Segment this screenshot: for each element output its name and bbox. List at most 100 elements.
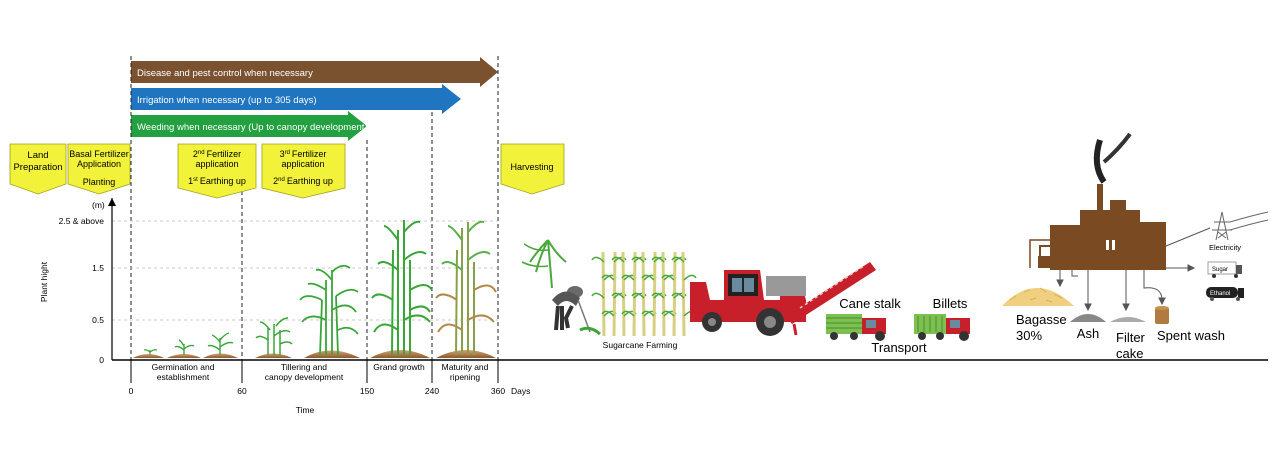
cane-leaf: [611, 292, 625, 299]
flag-harvesting: Harvesting: [500, 143, 565, 195]
sugar-truck: [1207, 261, 1242, 278]
third-line2: application: [281, 159, 324, 169]
cane-stalk: [601, 251, 606, 337]
cane-leaf: [591, 292, 605, 299]
billets-truck: [914, 314, 970, 341]
cane-leaf: [673, 292, 687, 299]
ash-label: Ash: [1077, 326, 1099, 341]
cane-leaf: [651, 256, 665, 263]
electricity-label: Electricity: [1209, 243, 1241, 252]
y-tick-0: 0: [99, 355, 104, 365]
plant-tiller-large: [299, 264, 359, 356]
ash-pile: [1070, 314, 1106, 322]
cane-leaf: [613, 256, 627, 263]
filter-cake-label-2: cake: [1116, 346, 1143, 361]
cane-leaf: [631, 292, 645, 299]
cane-leaf: [633, 256, 647, 263]
cane-leaf: [631, 256, 645, 263]
spent-wash-barrel: [1155, 306, 1169, 324]
cane-leaf: [611, 256, 625, 263]
cane-stalk: [621, 251, 626, 337]
filter-cake-label-1: Filter: [1116, 330, 1146, 345]
y-tick-2-5: 2.5 & above: [59, 216, 105, 226]
sugarcane-farming-label: Sugarcane Farming: [603, 340, 678, 350]
y-tick-0-5: 0.5: [92, 315, 104, 325]
cane-leaf: [653, 292, 667, 299]
bagasse-label-1: Bagasse: [1016, 312, 1067, 327]
y-axis-unit: (m): [92, 200, 105, 210]
cane-leaf: [661, 310, 675, 317]
y-axis-label: Plant hight: [39, 261, 49, 302]
harvest-label: Harvesting: [510, 162, 553, 172]
basal-line2: Application: [77, 159, 121, 169]
x-tick-360: 360: [491, 386, 505, 396]
cane-leaf: [621, 274, 635, 281]
sugarcane-field-illustration: [591, 251, 697, 337]
plant-sprout-3: [207, 332, 234, 355]
weeding-label: Weeding when necessary (Up to canopy dev…: [137, 122, 368, 133]
cane-stalk: [641, 251, 646, 337]
transport-label: Transport: [871, 340, 927, 355]
x-tick-240: 240: [425, 386, 439, 396]
cane-leaf: [621, 310, 635, 317]
cane-leaf: [653, 256, 667, 263]
cane-stalk-label: Cane stalk: [839, 296, 901, 311]
x-axis-label: Time: [296, 405, 315, 415]
stage-germination-1: Germination and: [152, 362, 215, 372]
cane-leaf: [641, 310, 655, 317]
farmer-figure: [521, 239, 602, 336]
cane-leaf: [641, 274, 655, 281]
disease-control-arrow: Disease and pest control when necessary: [131, 57, 498, 87]
y-tick-1-5: 1.5: [92, 263, 104, 273]
soil-mounds: [133, 350, 496, 358]
second-line2: application: [195, 159, 238, 169]
basal-line3: Planting: [83, 177, 116, 187]
height-gridlines: [112, 220, 498, 321]
disease-control-label: Disease and pest control when necessary: [137, 68, 313, 79]
plant-sprout-1: [143, 349, 158, 355]
cane-leaf: [673, 256, 687, 263]
cane-stalk: [681, 251, 686, 337]
bagasse-label-2: 30%: [1016, 328, 1042, 343]
factory-output-arrows: [1056, 227, 1211, 312]
flag-basal-fertilizer: Basal Fertilizer Application Planting: [67, 143, 131, 195]
stage-tillering-1: Tillering and: [281, 362, 327, 372]
ethanol-label: Ethanol: [1210, 291, 1230, 297]
spent-wash-label: Spent wash: [1157, 328, 1225, 343]
cane-leaf: [651, 292, 665, 299]
stage-maturity-2: ripening: [450, 372, 481, 382]
x-axis-ticks: [130, 360, 499, 383]
cane-leaf: [591, 256, 605, 263]
cane-leaf: [601, 274, 615, 281]
irrigation-arrow: Irrigation when necessary (up to 305 day…: [131, 84, 461, 114]
flag-land-preparation: Land Preparation: [9, 143, 67, 195]
plant-tiller-small: [255, 317, 293, 355]
cane-leaf: [683, 274, 697, 281]
plant-maturity: [435, 220, 497, 356]
y-axis: (m) 2.5 & above 1.5 0.5 0 Plant hight: [39, 198, 116, 365]
cane-stalk-truck: [826, 314, 886, 341]
bagasse-pile: [1002, 287, 1074, 306]
harvester-illustration: [690, 262, 876, 336]
cane-leaf: [671, 292, 685, 299]
cane-leaf: [613, 292, 627, 299]
stage-tillering-2: canopy development: [265, 372, 344, 382]
cane-leaf: [661, 274, 675, 281]
billets-label: Billets: [933, 296, 968, 311]
plant-grand-growth: [371, 220, 433, 356]
cane-leaf: [671, 256, 685, 263]
filter-cake-pile: [1110, 317, 1146, 322]
stage-maturity-1: Maturity and: [442, 362, 489, 372]
basal-line1: Basal Fertilizer: [69, 149, 129, 159]
stage-grand-growth: Grand growth: [373, 362, 425, 372]
land-prep-line2: Preparation: [13, 162, 62, 173]
stage-dividers: [130, 56, 499, 360]
electricity-pylon-icon: [1212, 211, 1269, 241]
